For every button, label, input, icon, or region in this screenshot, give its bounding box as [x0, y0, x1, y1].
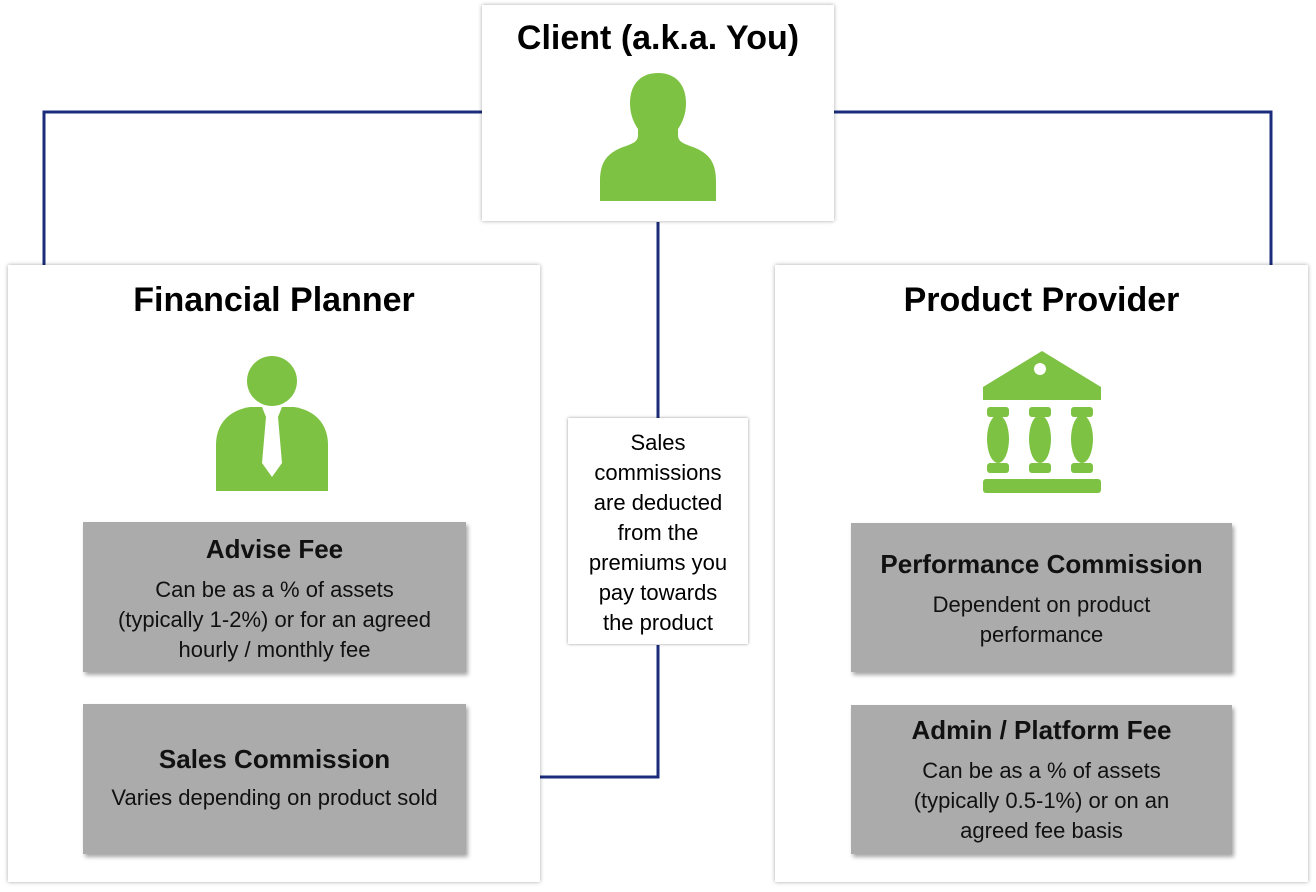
- note-line-4: from the: [617, 520, 699, 545]
- performance-commission-line-2: performance: [979, 622, 1104, 647]
- performance-commission-title: Performance Commission: [880, 549, 1203, 579]
- admin-fee-line-1: Can be as a % of assets: [922, 758, 1161, 783]
- sales-commission-note: Sales commissions are deducted from the …: [568, 418, 748, 644]
- planner-title: Financial Planner: [133, 281, 415, 319]
- note-line-2: commissions: [594, 460, 722, 485]
- note-line-3: are deducted: [593, 490, 723, 515]
- sales-commission-line-1: Varies depending on product sold: [111, 785, 438, 810]
- client-title: Client (a.k.a. You): [516, 19, 800, 57]
- person-with-tie-icon: [216, 356, 328, 491]
- note-line-1: Sales: [630, 430, 686, 455]
- note-line-7: the product: [602, 610, 714, 635]
- client-panel: Client (a.k.a. You): [482, 5, 834, 221]
- note-line-6: pay towards: [598, 580, 718, 605]
- sales-commission-title: Sales Commission: [158, 744, 391, 774]
- admin-fee-title: Admin / Platform Fee: [911, 715, 1172, 745]
- performance-commission-box: Performance Commission Dependent on prod…: [851, 523, 1232, 672]
- advise-fee-box: Advise Fee Can be as a % of assets (typi…: [83, 522, 466, 672]
- provider-title: Product Provider: [903, 281, 1180, 319]
- sales-commission-box: Sales Commission Varies depending on pro…: [83, 704, 466, 854]
- admin-platform-fee-box: Admin / Platform Fee Can be as a % of as…: [851, 705, 1232, 854]
- person-icon: [600, 73, 716, 201]
- advise-fee-line-1: Can be as a % of assets: [155, 577, 394, 602]
- performance-commission-line-1: Dependent on product: [932, 592, 1151, 617]
- advise-fee-title: Advise Fee: [205, 534, 344, 564]
- bank-building-icon: [983, 351, 1101, 493]
- admin-fee-line-3: agreed fee basis: [960, 818, 1123, 843]
- admin-fee-line-2: (typically 0.5-1%) or on an: [913, 788, 1170, 813]
- advise-fee-line-3: hourly / monthly fee: [178, 637, 371, 662]
- advise-fee-line-2: (typically 1-2%) or for an agreed: [117, 607, 432, 632]
- note-line-5: premiums you: [588, 550, 728, 575]
